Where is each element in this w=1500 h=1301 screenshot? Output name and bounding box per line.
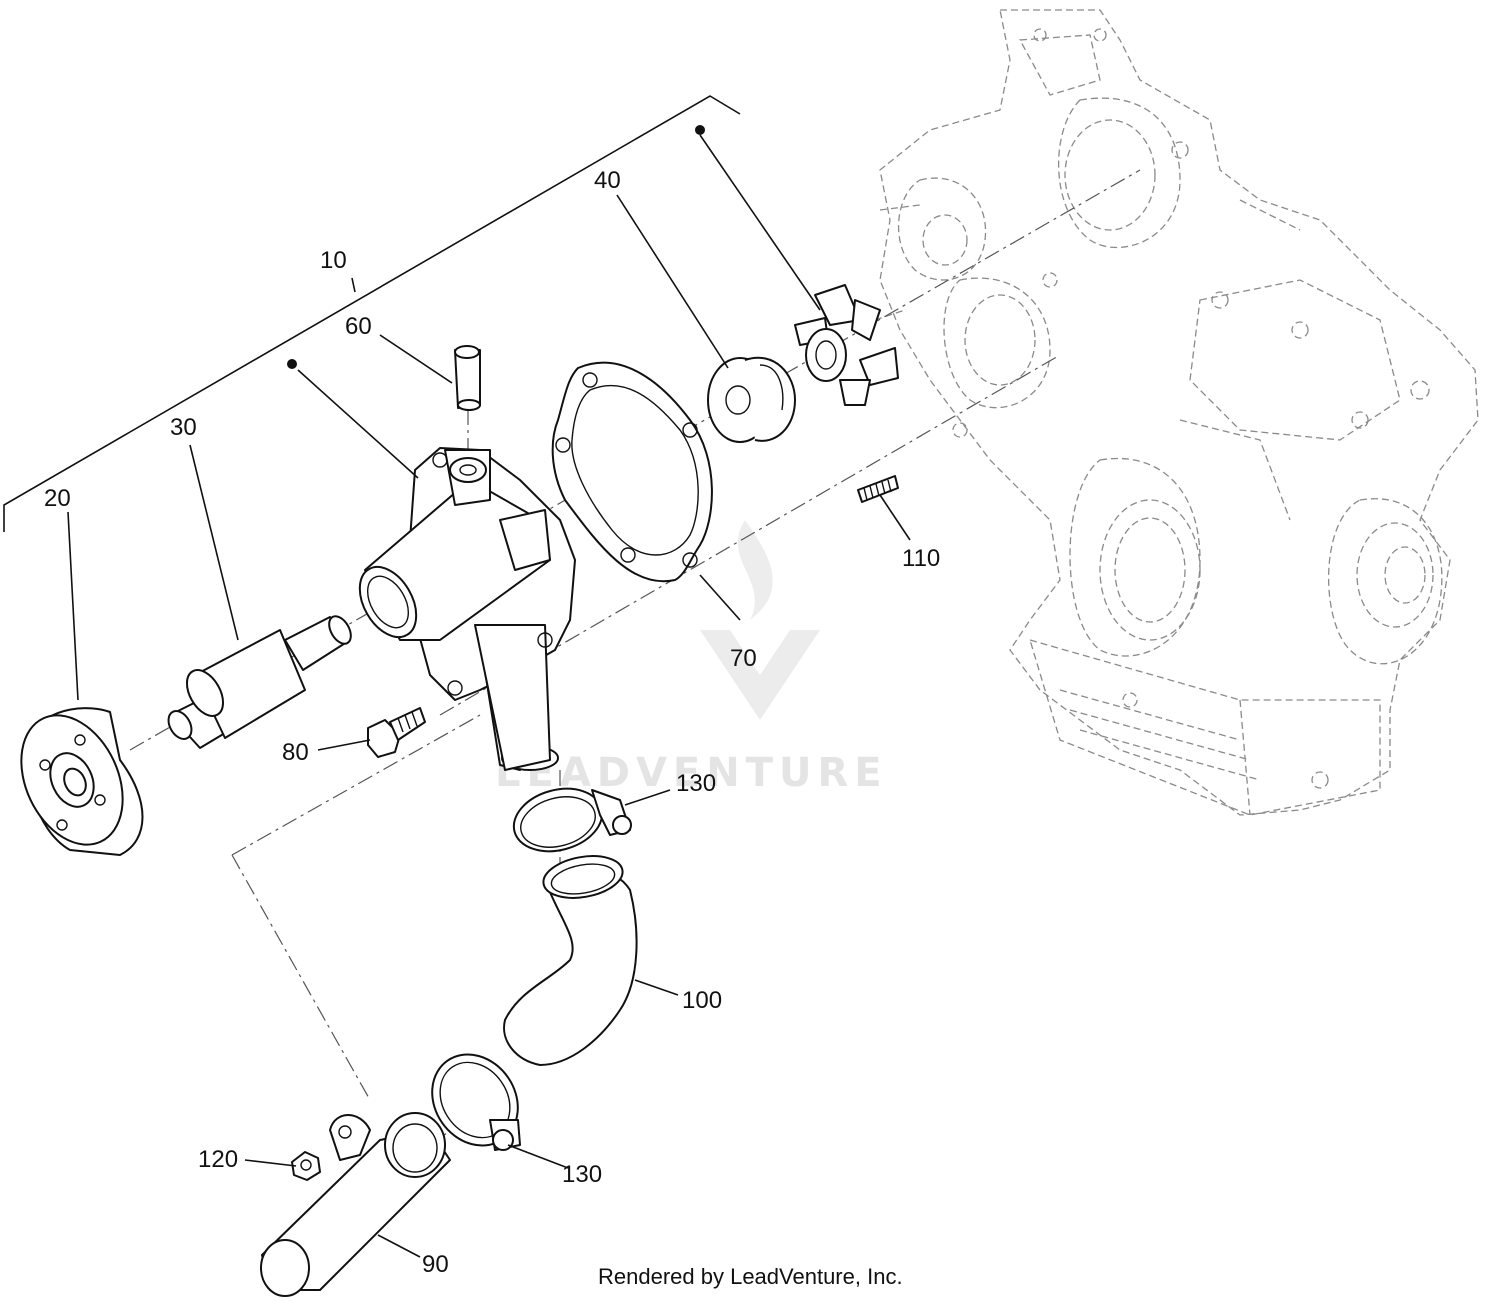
part-110-stud: [857, 475, 899, 503]
callouts: 10 20 30 40 60 70 80 90 100 110 120 130 …: [44, 167, 940, 1278]
callout-90: 90: [422, 1251, 449, 1278]
callout-40: 40: [594, 167, 621, 194]
impeller: [794, 284, 899, 406]
engine-block-ghost: [874, 9, 1479, 816]
assembly-bracket: [3, 95, 741, 532]
callout-120: 120: [198, 1146, 238, 1173]
part-100-hose: [503, 855, 638, 1066]
part-20-pulley: [20, 707, 144, 856]
callout-70: 70: [730, 645, 757, 672]
callout-10: 10: [320, 247, 347, 274]
callout-100: 100: [682, 987, 722, 1014]
part-130-clamp-upper: [512, 787, 632, 853]
callout-110: 110: [902, 545, 940, 572]
part-120-nut: [291, 1151, 321, 1181]
callout-20: 20: [44, 485, 71, 512]
leader-lines: [67, 134, 911, 1258]
callout-30: 30: [170, 414, 197, 441]
part-10-pump-body: [358, 447, 576, 771]
callout-80: 80: [282, 739, 309, 766]
part-30-shaft-bearing: [167, 615, 352, 749]
part-40-seal: [707, 356, 796, 443]
footer-credit: Rendered by LeadVenture, Inc.: [598, 1264, 903, 1289]
callout-60: 60: [345, 313, 372, 340]
callout-130-lower: 130: [562, 1161, 602, 1188]
part-90-pipe: [260, 1112, 451, 1297]
part-130-clamp-lower: [431, 1053, 521, 1151]
part-70-gasket: [551, 361, 713, 583]
part-80-bolt: [367, 707, 426, 758]
callout-130-upper: 130: [676, 770, 716, 797]
part-60-pipe: [454, 345, 481, 411]
